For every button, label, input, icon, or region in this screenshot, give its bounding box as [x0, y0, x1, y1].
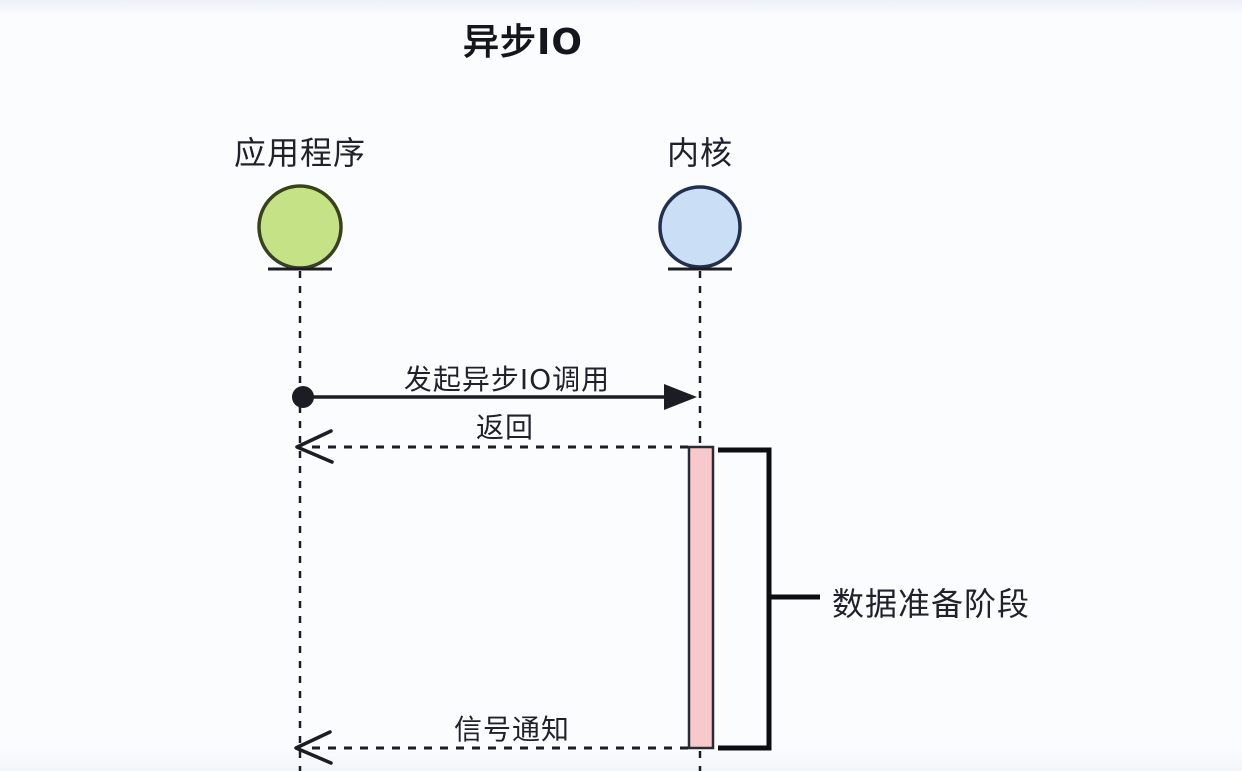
phase-bracket	[718, 447, 772, 751]
open-arrowhead-signal-icon	[294, 730, 333, 765]
open-arrowhead-return-icon	[295, 429, 334, 464]
phase-label-data-preparation: 数据准备阶段	[832, 585, 1031, 623]
message-label-async-call: 发起异步IO调用	[403, 363, 611, 396]
diagram-title: 异步IO	[463, 22, 583, 63]
actor-label-application: 应用程序	[233, 134, 367, 172]
activation-bar-kernel	[687, 445, 715, 750]
actor-label-kernel: 内核	[666, 134, 734, 172]
message-label-return: 返回	[475, 411, 535, 444]
solid-arrowhead-icon	[664, 384, 697, 410]
message-origin-dot	[292, 386, 314, 408]
message-label-signal: 信号通知	[453, 713, 571, 746]
actor-circle-kernel	[658, 185, 742, 269]
actor-circle-application	[257, 184, 343, 270]
